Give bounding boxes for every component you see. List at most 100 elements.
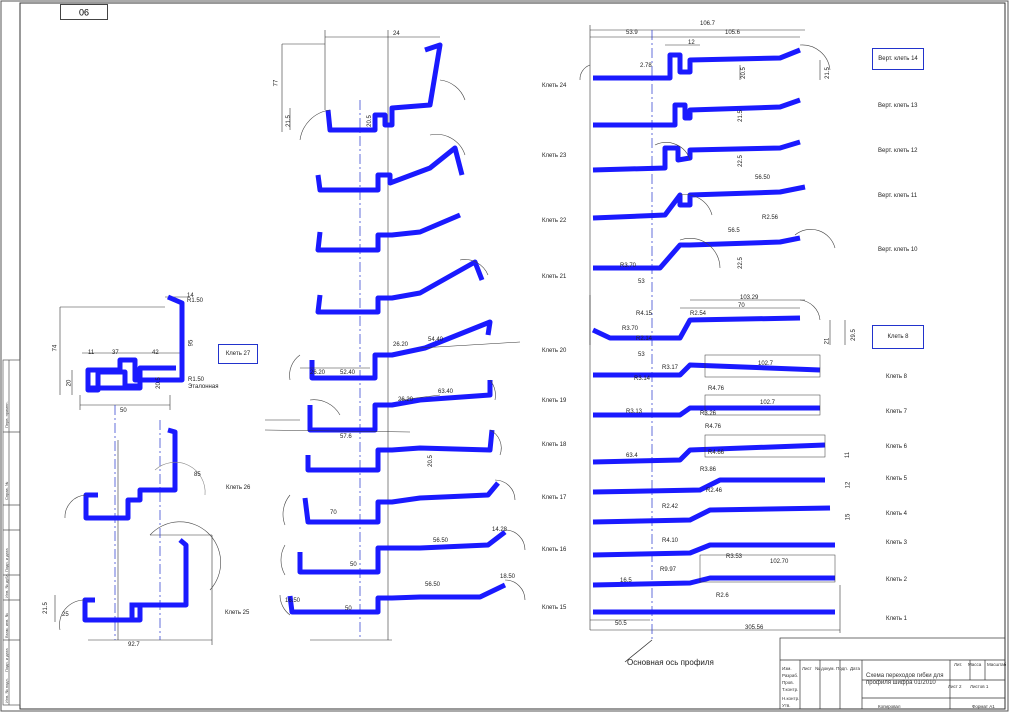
- vert-stand-10-label: Верт. клеть 10: [878, 247, 918, 253]
- dim-r2-42: R2.42: [662, 504, 679, 510]
- dim-21-5-r1: 21.5: [824, 67, 831, 79]
- dim-21-5-r2: 21.5: [737, 110, 744, 122]
- dim-20-5: 20.5: [155, 377, 162, 389]
- dim-22-5-r2: 22.5: [737, 257, 744, 269]
- dim-54-40: 54.40: [428, 337, 444, 343]
- sheets-label: Листов 1: [970, 684, 989, 689]
- dim-r3-70-a: R3.70: [620, 263, 637, 269]
- col-mass: Масса: [968, 662, 982, 667]
- tb-row-2: № докум.: [815, 666, 835, 671]
- tb-row-3: Подп.: [836, 666, 848, 671]
- dim-r3-17: R3.17: [662, 365, 679, 371]
- sheet-label: Лист 2: [948, 684, 962, 689]
- side-label-0: Перв. примен.: [4, 401, 9, 428]
- dim-20: 20: [66, 379, 73, 387]
- drawing-title-line1: Схема переходов гибки для: [866, 673, 944, 679]
- dim-21-r: 21: [824, 337, 831, 345]
- vert-stand-14-label: Верт. клеть 14: [872, 48, 924, 70]
- stand-18-label: Клеть 18: [542, 442, 567, 448]
- vert-stand-13-label: Верт. клеть 13: [878, 103, 918, 109]
- side-label-6: Инв. № подл.: [4, 678, 9, 703]
- dim-r4-66: R4.66: [708, 450, 725, 456]
- tb-row-9: Утв.: [782, 703, 791, 708]
- dim-26-20-c: 26.20: [310, 370, 326, 376]
- tb-row-8: Н.контр.: [782, 696, 800, 701]
- dim-56-50-b: 56.50: [425, 582, 441, 588]
- stand-16-label: Клеть 16: [542, 547, 567, 553]
- dim-53-a: 53: [638, 279, 645, 285]
- dim-70-r: 70: [738, 303, 745, 309]
- dim-22-5-r1: 22.5: [737, 155, 744, 167]
- dim-37: 37: [112, 350, 119, 356]
- dim-r4-76-b: R4.76: [705, 424, 722, 430]
- stand-4-label: Клеть 4: [886, 511, 908, 517]
- dim-95: 95: [188, 339, 195, 347]
- dim-85: 85: [194, 472, 201, 478]
- vert-stand-12-label: Верт. клеть 12: [878, 148, 918, 154]
- stand-5-label: Клеть 5: [886, 476, 908, 482]
- dim-26-20-b: 26.20: [398, 397, 414, 403]
- stand-26-label: Клеть 26: [226, 485, 251, 491]
- dim-r4-10: R4.10: [662, 538, 679, 544]
- dim-15: 15: [845, 513, 852, 521]
- dim-r2-14: R2.14: [636, 336, 653, 342]
- dim-12: 12: [688, 40, 695, 46]
- dim-r3-70-b: R3.70: [622, 326, 639, 332]
- dim-r4-15: R4.15: [636, 311, 653, 317]
- stand-25-label: Клеть 25: [225, 610, 250, 616]
- stand-22-label: Клеть 22: [542, 218, 567, 224]
- dim-11: 11: [88, 350, 95, 356]
- stand-19-label: Клеть 19: [542, 398, 567, 404]
- dim-20-5-b: 20.5: [427, 455, 434, 467]
- tb-row-0: Изм.: [782, 666, 792, 671]
- stand-8-boxed-label: Клеть 8: [872, 325, 924, 349]
- dim-18-50: 18.50: [500, 574, 516, 580]
- dim-103-29: 103.29: [740, 295, 759, 301]
- dim-r9-97: R9.97: [660, 567, 677, 573]
- dim-42: 42: [152, 350, 159, 356]
- dim-102-7-a: 102.7: [758, 361, 774, 367]
- dim-11-r: 11: [845, 451, 852, 459]
- dim-r3-53: R3.53: [726, 554, 743, 560]
- tb-row-4: Дата: [850, 666, 860, 671]
- drawing-title-line2: профиля шифра 01/2010: [866, 680, 936, 686]
- dim-50-5: 50.5: [615, 621, 627, 627]
- stand-3-label: Клеть 3: [886, 540, 908, 546]
- dim-16-5-r: 16.5: [620, 578, 632, 584]
- dim-50: 50: [120, 408, 127, 414]
- reference-note: Эталонная: [188, 384, 219, 390]
- dim-12-r: 12: [845, 481, 852, 489]
- dim-2-78: 2.78: [640, 63, 652, 69]
- dim-305-56: 305.56: [745, 625, 764, 631]
- stand-17-label: Клеть 17: [542, 495, 567, 501]
- dim-r150-top: R1.50: [187, 298, 204, 304]
- stand-15-label: Клеть 15: [542, 605, 567, 611]
- dim-r3-14: R3.14: [634, 376, 651, 382]
- dim-56-50-r: 56.50: [755, 175, 771, 181]
- dim-63-4: 63.4: [626, 453, 638, 459]
- title-block: [779, 637, 1006, 710]
- stand-1-label: Клеть 1: [886, 616, 908, 622]
- dim-r3-86: R3.86: [700, 467, 717, 473]
- stand-7-label: Клеть 7: [886, 409, 908, 415]
- dim-24: 24: [393, 31, 400, 37]
- right-panel-geometry: [579, 25, 846, 663]
- dim-20-5-mid: 20.5: [366, 115, 373, 127]
- sheet-number: 90: [60, 4, 108, 20]
- side-label-2: Подп. и дата: [4, 548, 9, 572]
- stand-2-label: Клеть 2: [886, 577, 908, 583]
- dim-50-b: 50: [345, 606, 352, 612]
- dim-102-7-b: 102.7: [760, 400, 776, 406]
- dim-r2-46: R2.46: [706, 488, 723, 494]
- format-label: Формат A1: [972, 704, 995, 709]
- middle-panel-geometry: [264, 30, 526, 641]
- dim-53-9: 53.9: [626, 30, 638, 36]
- dim-63-40: 63.40: [438, 389, 454, 395]
- stand-21-label: Клеть 21: [542, 274, 567, 280]
- dim-56-50-a: 56.50: [433, 538, 449, 544]
- tb-row-1: Лист: [802, 666, 812, 671]
- dim-r2-6: R2.6: [716, 593, 729, 599]
- col-lit: Лит.: [954, 662, 963, 667]
